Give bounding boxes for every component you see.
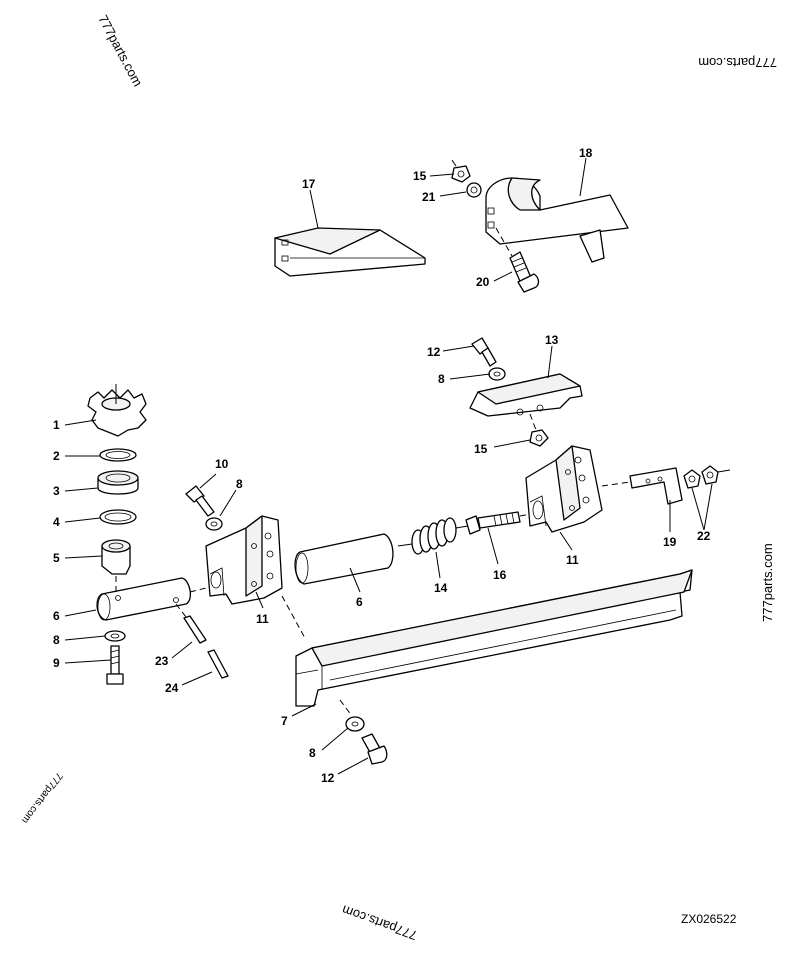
leader-lines	[64, 157, 713, 775]
part-5-hub	[101, 539, 131, 575]
part-22-nuts	[683, 465, 731, 489]
part-1-sprocket	[87, 384, 147, 437]
part-7-rail	[295, 569, 693, 707]
callout-15-mid: 15	[474, 442, 488, 456]
part-8-washer-mid	[205, 517, 223, 531]
callout-4: 4	[53, 515, 60, 529]
watermark-bottom-left: 777parts.com	[19, 770, 64, 825]
callout-11-left: 11	[256, 612, 269, 626]
callout-9: 9	[53, 656, 60, 670]
part-4-ring	[99, 509, 137, 525]
callout-1: 1	[53, 418, 60, 432]
part-12-bolt-upper	[471, 337, 497, 367]
part-15-nut-mid	[529, 429, 549, 447]
part-14-spring	[397, 517, 469, 555]
part-8-washer-lower	[339, 699, 365, 732]
callout-6-center: 6	[356, 595, 363, 609]
callout-18: 18	[579, 146, 593, 160]
callout-24: 24	[165, 681, 179, 695]
part-12-bolt-lower	[361, 733, 388, 765]
callout-15-top: 15	[413, 169, 427, 183]
part-10-bolt	[185, 485, 215, 517]
watermark-bottom-center: 777parts.com	[340, 902, 419, 943]
callout-11-right: 11	[566, 553, 579, 567]
part-8-washer-upper	[488, 367, 506, 381]
part-2-ring	[99, 448, 137, 462]
callout-6-left: 6	[53, 609, 60, 623]
part-16-bolt	[465, 511, 531, 535]
callout-12-upper: 12	[427, 345, 441, 359]
callout-3: 3	[53, 484, 60, 498]
watermark-top-left: 777parts.com	[95, 12, 145, 89]
callout-21: 21	[422, 190, 436, 204]
callout-8-mid: 8	[236, 477, 243, 491]
callout-20: 20	[476, 275, 490, 289]
callout-numbers: 1 2 3 4 5 6 8 9 23 24 10 8 11 6 14 16 11…	[53, 146, 711, 785]
part-11-bracket-right	[525, 445, 603, 533]
callout-8-left: 8	[53, 633, 60, 647]
callout-2: 2	[53, 449, 60, 463]
callout-17: 17	[302, 177, 316, 191]
part-3-bearing	[97, 470, 139, 495]
part-24-roll-pin	[207, 649, 229, 679]
drawing-code: ZX026522	[681, 912, 737, 926]
callout-12-lower: 12	[321, 771, 335, 785]
callout-16: 16	[493, 568, 507, 582]
callout-10: 10	[215, 457, 229, 471]
callout-22: 22	[697, 529, 711, 543]
watermark-top-right: 777parts.com	[698, 55, 777, 70]
callout-23: 23	[155, 654, 169, 668]
part-6-pin-left	[96, 576, 215, 621]
callout-8-upper: 8	[438, 372, 445, 386]
part-8-washer-left	[104, 630, 126, 642]
part-23-roll-pin	[175, 603, 207, 644]
callout-19: 19	[663, 535, 677, 549]
callout-5: 5	[53, 551, 60, 565]
part-17-bracket	[274, 227, 426, 277]
part-11-bracket-left	[205, 515, 307, 641]
callout-13: 13	[545, 333, 559, 347]
callout-8-lower: 8	[309, 746, 316, 760]
part-18-clamp-bracket	[485, 177, 629, 263]
part-21-washer	[466, 182, 482, 198]
part-13-plate	[469, 373, 583, 431]
part-20-bolt	[495, 227, 540, 293]
part-15-nut-top	[451, 159, 471, 183]
part-6-tube-center	[294, 533, 394, 585]
part-9-bolt	[106, 645, 124, 685]
callout-7: 7	[281, 714, 288, 728]
watermark-right: 777parts.com	[760, 543, 775, 622]
part-19-clip	[601, 467, 683, 505]
callout-14: 14	[434, 581, 448, 595]
